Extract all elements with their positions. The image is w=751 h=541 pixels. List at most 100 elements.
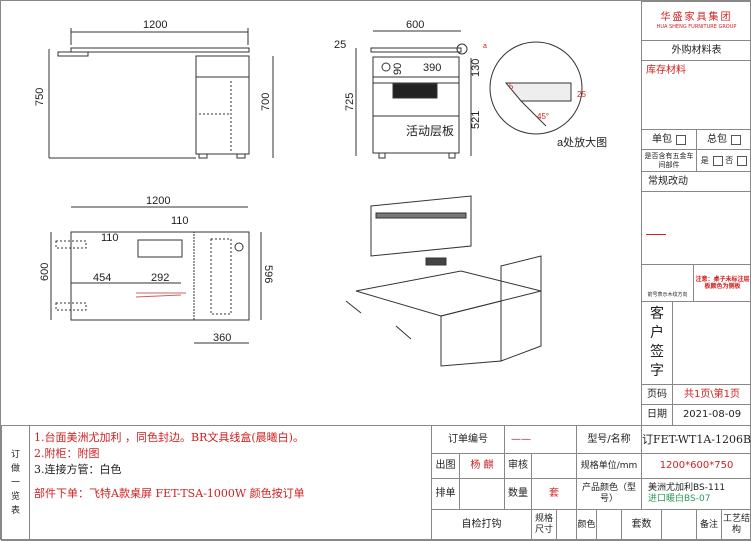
company-logo: 华盛家具集团 HUA SHENG FURNITURE GROUP — [641, 1, 751, 41]
detail-d1: 5 — [509, 82, 514, 91]
no-checkbox[interactable] — [737, 155, 748, 166]
change-area — [641, 191, 751, 265]
drawn-by: 杨 麒 — [459, 453, 505, 479]
note-line-1: 1.台面美洲尤加利 ，同色封边。BR文具线盒(晨曦白)。 — [34, 431, 304, 444]
technical-drawings: 1200 750 700 600 25 725 390 90 130 521 活… — [34, 19, 607, 367]
side-depth: 600 — [406, 19, 424, 31]
plan-depth: 600 — [39, 263, 51, 281]
top-thickness: 25 — [334, 39, 346, 51]
dim-110a: 110 — [101, 232, 119, 244]
lower-height: 521 — [470, 111, 482, 129]
plan-width: 1200 — [146, 195, 170, 207]
dim-292: 292 — [151, 272, 169, 284]
customer-signature-field[interactable] — [672, 301, 751, 385]
parts-order-note: 部件下单：飞特A款桌屏 FET-TSA-1000W 颜色按订单 — [34, 487, 305, 500]
single-pack-checkbox[interactable] — [676, 134, 686, 145]
cab-width: 360 — [213, 332, 231, 344]
single-pack: 单包 — [641, 129, 697, 150]
detail-a — [489, 41, 583, 135]
front-height: 750 — [34, 88, 46, 106]
review-field[interactable] — [531, 453, 577, 479]
color-label: 产品颜色（型号） — [576, 478, 642, 510]
remark-label: 备注 — [696, 509, 722, 541]
size-check[interactable] — [556, 509, 577, 541]
regular-change: 常规改动 — [641, 171, 751, 192]
hardware-question: 是否含有五金车间部件 — [641, 149, 697, 172]
qty-value: 套 — [531, 478, 577, 510]
detail-d2: 25 — [577, 90, 586, 99]
colour-label: 颜色 — [576, 509, 597, 541]
sets-label: 套数 — [621, 509, 662, 541]
color-value-1: 美洲尤加利BS-111 — [648, 483, 726, 494]
spec-label: 规格单位/mm — [576, 453, 642, 479]
hardware-options: 是 否 — [696, 149, 751, 172]
front-view — [48, 28, 274, 159]
company-name-cn: 华盛家具集团 — [660, 12, 733, 23]
total-pack: 总包 — [696, 129, 751, 150]
page-value: 共1页\第1页 — [672, 384, 751, 405]
drawer-side: 90 — [392, 63, 404, 75]
drawer-inner: 390 — [423, 62, 441, 74]
color-value-2: 进口暖白BS-07 — [648, 494, 711, 504]
order-no-label: 订单编号 — [431, 425, 505, 454]
drawn-label: 出图 — [431, 453, 460, 479]
order-list-label: 订做一览表 — [1, 425, 30, 541]
isometric-view — [345, 195, 542, 367]
model-label: 型号/名称 — [576, 425, 642, 454]
sort-field[interactable] — [459, 478, 505, 510]
detail-caption: a处放大图 — [557, 135, 607, 149]
total-pack-checkbox[interactable] — [731, 134, 741, 145]
date-label: 日期 — [641, 404, 673, 426]
grain-note: 箭号表示木纹方向 — [641, 264, 694, 302]
red-note: 注意：桌子未标注层板颜色为侧板 — [693, 264, 751, 302]
label-char: 订 — [10, 450, 20, 460]
total-pack-label: 总包 — [707, 133, 727, 145]
stock-materials: 库存材料 — [641, 60, 751, 130]
self-check-label: 自检打钩 — [431, 509, 532, 541]
shelf-label: 活动层板 — [406, 124, 454, 138]
single-pack-label: 单包 — [652, 133, 672, 145]
red-dash — [646, 234, 666, 235]
drawer-height: 130 — [470, 59, 482, 77]
yes-checkbox[interactable] — [712, 155, 723, 166]
sign-char: 客 — [650, 306, 664, 322]
cabinet-height: 700 — [260, 93, 272, 111]
detail-angle: 45° — [537, 112, 549, 121]
label-char: 览 — [10, 492, 20, 502]
side-view — [355, 30, 472, 159]
spec-value: 1200*600*750 — [641, 453, 751, 479]
review-label: 审核 — [504, 453, 532, 479]
order-notes: 1.台面美洲尤加利 ，同色封边。BR文具线盒(晨曦白)。 2.附柜：附图 3.连… — [29, 425, 432, 541]
label-char: 一 — [10, 478, 20, 488]
date-value: 2021-08-09 — [672, 404, 751, 426]
sort-label: 排单 — [431, 478, 460, 510]
craft-label: 工艺结构 — [721, 509, 751, 541]
model-value: 订FET-WT1A-1206B — [641, 425, 751, 454]
note-line-2: 2.附柜：附图 — [34, 447, 100, 460]
cab-depth: 596 — [262, 265, 274, 283]
detail-mark: a — [483, 43, 487, 50]
color-values: 美洲尤加利BS-111 进口暖白BS-07 — [641, 478, 751, 510]
size-label: 规格尺寸 — [531, 509, 557, 541]
qty-label: 数量 — [504, 478, 532, 510]
company-name-en: HUA SHENG FURNITURE GROUP — [656, 24, 737, 30]
plan-view — [50, 206, 262, 344]
sign-char: 字 — [650, 363, 664, 379]
dim-110b: 110 — [171, 215, 189, 227]
yes-label: 是 — [700, 155, 709, 165]
sign-char: 签 — [650, 344, 664, 360]
customer-sign-label: 客户签字 — [641, 301, 673, 385]
front-width: 1200 — [143, 19, 167, 31]
purchased-table-title: 外购材料表 — [641, 40, 751, 61]
page-label: 页码 — [641, 384, 673, 405]
colour-check[interactable] — [596, 509, 622, 541]
no-label: 否 — [725, 155, 734, 165]
side-total: 725 — [344, 93, 356, 111]
note-line-3: 3.连接方管：白色 — [34, 463, 122, 476]
sets-check[interactable] — [661, 509, 697, 541]
dim-454: 454 — [93, 272, 111, 284]
sign-char: 户 — [650, 325, 664, 341]
label-char: 做 — [10, 464, 20, 474]
label-char: 表 — [10, 506, 20, 516]
